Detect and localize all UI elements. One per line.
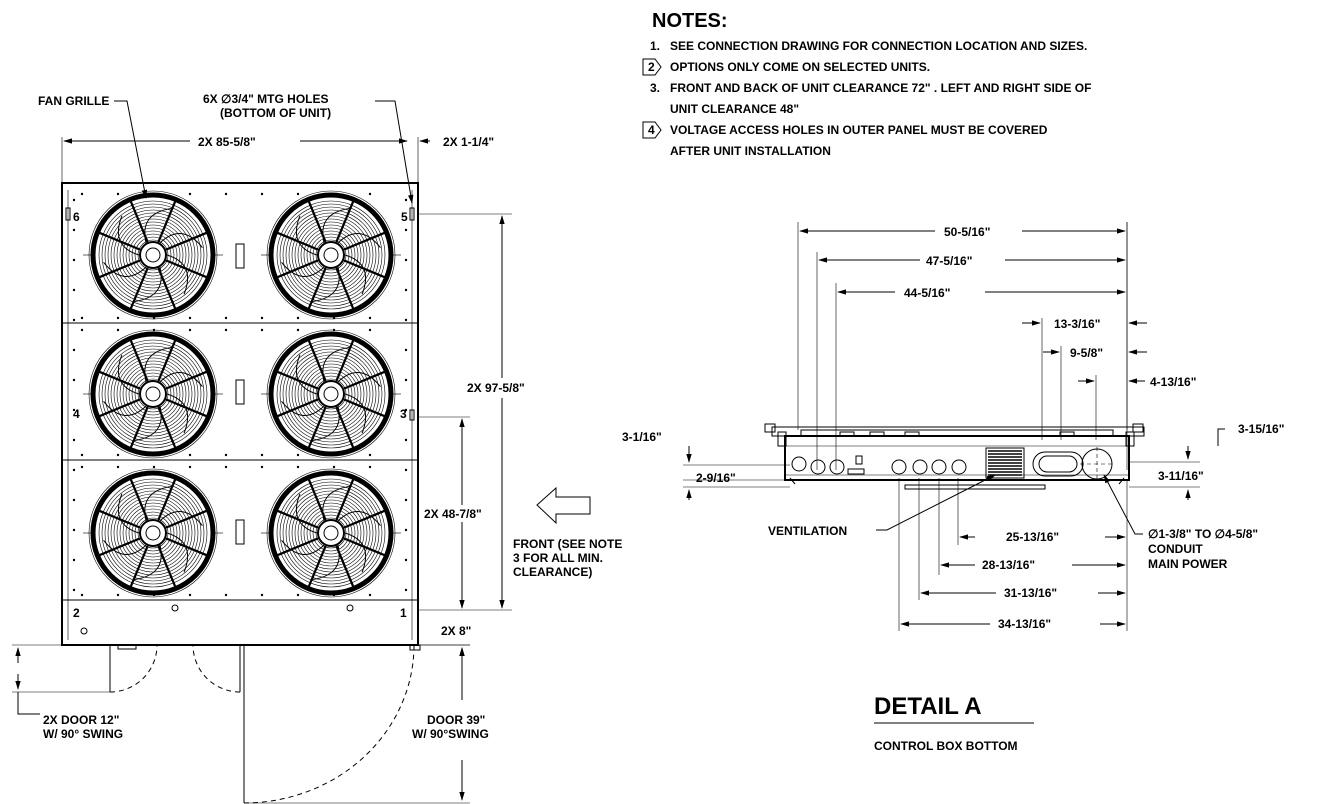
- control-box: [764, 423, 1145, 490]
- fan-guard-icon: [261, 190, 401, 320]
- corner-number-6: 6: [73, 210, 80, 224]
- detail-dimension-50: 50-5/16": [944, 225, 990, 239]
- corner-number-2: 2: [73, 606, 80, 620]
- note-4-number: 4: [648, 123, 655, 137]
- front-label: FRONT (SEE NOTE: [513, 537, 622, 551]
- detail-dimension-9: 9-5/8": [1070, 346, 1103, 360]
- conduit-label-cont: MAIN POWER: [1148, 557, 1228, 571]
- door-large-label-cont: W/ 90°SWING: [412, 727, 489, 741]
- corner-number-4: 4: [73, 407, 80, 421]
- detail-dimension-left-3: 3-1/16": [622, 430, 662, 444]
- edge-dimension: 2X 1-1/4": [443, 135, 494, 149]
- fan-array: [83, 190, 401, 598]
- corner-number-1: 1: [400, 606, 407, 620]
- note-1-number: 1.: [650, 39, 660, 53]
- front-label-cont: CLEARANCE): [513, 565, 592, 579]
- note-1-text: SEE CONNECTION DRAWING FOR CONNECTION LO…: [670, 39, 1087, 53]
- note-4-text-cont: AFTER UNIT INSTALLATION: [670, 144, 831, 158]
- conduit-label-cont: CONDUIT: [1148, 542, 1203, 556]
- ventilation-label: VENTILATION: [768, 524, 847, 538]
- detail-dimension-left-2: 2-9/16": [696, 471, 736, 485]
- detail-dimension-25: 25-13/16": [1006, 530, 1059, 544]
- corner-number-5: 5: [401, 210, 408, 224]
- note-3-number: 3.: [650, 81, 660, 95]
- door-small-label: 2X DOOR 12": [43, 713, 119, 727]
- detail-title: DETAIL A: [874, 693, 982, 720]
- door-large-label: DOOR 39": [427, 713, 485, 727]
- detail-subtitle: CONTROL BOX BOTTOM: [874, 739, 1018, 753]
- notes-title: NOTES:: [652, 10, 728, 32]
- notes-block: NOTES: 1. SEE CONNECTION DRAWING FOR CON…: [642, 10, 1091, 158]
- fan-guard-icon: [261, 329, 401, 459]
- center-slot: [235, 243, 245, 269]
- detail-dimension-13: 13-3/16": [1054, 317, 1100, 331]
- note-4-text: VOLTAGE ACCESS HOLES IN OUTER PANEL MUST…: [670, 123, 1048, 137]
- mtg-holes-label-cont: (BOTTOM OF UNIT): [220, 106, 331, 120]
- plan-view: 6 5 4 3 2 1 2X 85-5/8" 2X 1-1/4" FAN GRI…: [12, 92, 622, 804]
- fan-guard-icon: [83, 190, 223, 320]
- detail-a-view: 50-5/16" 47-5/16" 44-5/16" 13-3/16" 9-5/…: [622, 222, 1284, 753]
- center-slot: [235, 519, 245, 545]
- note-2-number: 2: [648, 60, 655, 74]
- fan-guard-icon: [83, 329, 223, 459]
- note-3-text-cont: UNIT CLEARANCE 48": [670, 102, 799, 116]
- note-2-text: OPTIONS ONLY COME ON SELECTED UNITS.: [670, 60, 930, 74]
- detail-dimension-31: 31-13/16": [1004, 586, 1057, 600]
- length-dimension: 2X 97-5/8": [467, 381, 525, 395]
- width-dimension: 2X 85-5/8": [198, 135, 256, 149]
- ventilation-grille: [985, 447, 1025, 479]
- conduit-label: ∅1-3/8" TO ∅4-5/8": [1148, 527, 1258, 541]
- fan-guard-icon: [261, 468, 401, 598]
- door-small-label-cont: W/ 90° SWING: [43, 727, 123, 741]
- mtg-holes-label: 6X ∅3/4" MTG HOLES: [203, 92, 329, 106]
- mid-dimension: 2X 48-7/8": [424, 507, 482, 521]
- detail-dimension-44: 44-5/16": [904, 286, 950, 300]
- front-label-cont: 3 FOR ALL MIN.: [513, 551, 603, 565]
- front-arrow: [536, 486, 591, 525]
- detail-dimension-right-3-15: 3-15/16": [1238, 422, 1284, 436]
- detail-dimension-4: 4-13/16": [1150, 375, 1196, 389]
- fan-guard-icon: [83, 468, 223, 598]
- detail-dimension-47: 47-5/16": [926, 254, 972, 268]
- front-dimension: 2X 8": [441, 624, 471, 638]
- center-slot: [235, 379, 245, 405]
- fan-grille-label: FAN GRILLE: [38, 94, 109, 108]
- note-4-flag: 4: [642, 121, 662, 139]
- detail-dimension-right-3-11: 3-11/16": [1158, 469, 1204, 483]
- detail-dimension-34: 34-13/16": [998, 617, 1051, 631]
- note-3-text: FRONT AND BACK OF UNIT CLEARANCE 72" . L…: [670, 81, 1091, 95]
- corner-number-3: 3: [400, 407, 407, 421]
- note-2-flag: 2: [642, 58, 662, 76]
- detail-dimension-28: 28-13/16": [982, 558, 1035, 572]
